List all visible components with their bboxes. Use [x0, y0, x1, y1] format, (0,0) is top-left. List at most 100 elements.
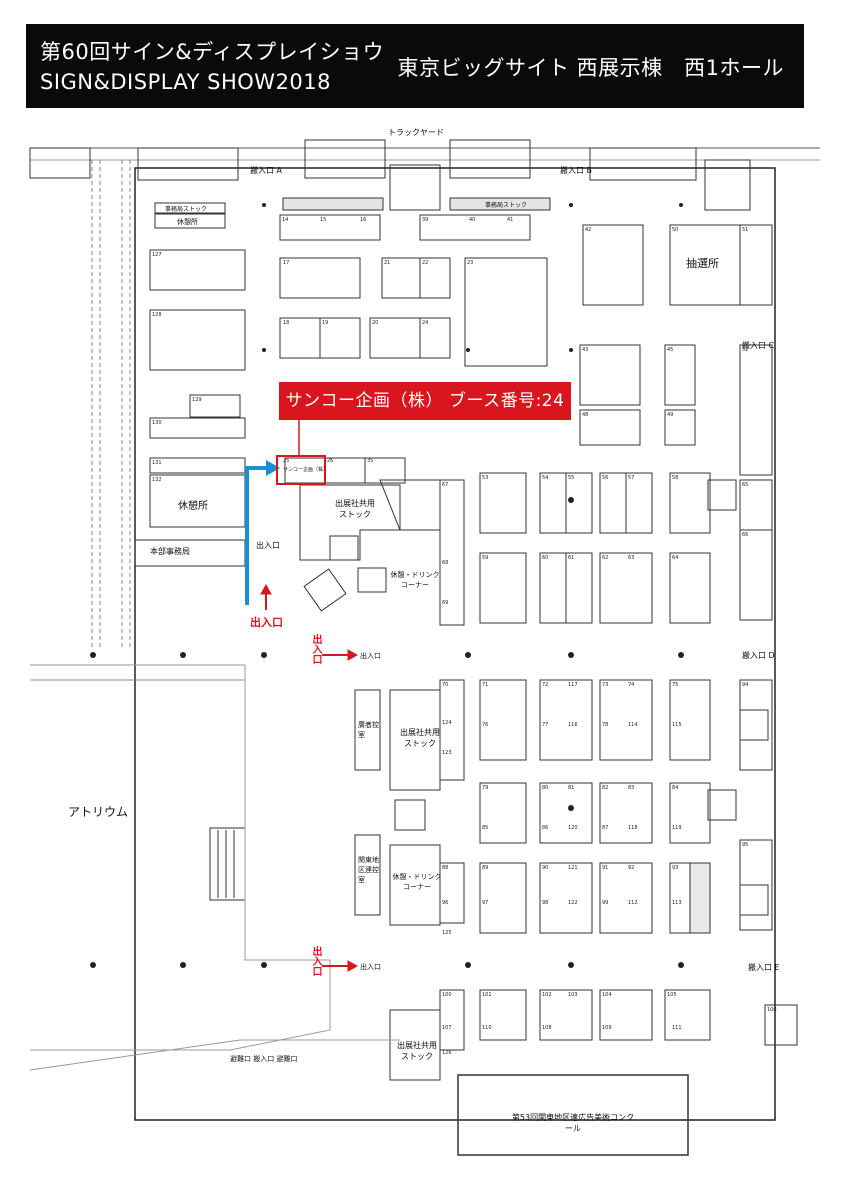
booth-number: 15 [320, 217, 327, 223]
office-stock-label: 事務局ストック [165, 206, 208, 213]
booth-number: 110 [482, 1025, 492, 1031]
header-bar: 第60回サイン&ディスプレイショウ SIGN&DISPLAY SHOW2018 … [26, 24, 804, 108]
booth-number: 115 [672, 722, 682, 728]
booth-number: 117 [568, 682, 578, 688]
exhibitor-stock-label-2: 出展社共用ストック [400, 728, 440, 748]
booth-number: 98 [542, 900, 549, 906]
booth-number: 119 [672, 825, 682, 831]
booth-number: 131 [152, 460, 162, 466]
booth-number: 107 [442, 1025, 452, 1031]
booth-number: 19 [322, 320, 329, 326]
booth-number: 91 [602, 865, 609, 871]
booth-number: 43 [582, 347, 589, 353]
booth-number: 111 [672, 1025, 682, 1031]
booth-number: 42 [585, 227, 592, 233]
hq-office-label: 本部事務局 [150, 547, 190, 556]
booth-number: 16 [360, 217, 367, 223]
exit-evac-label: 避難口 搬入口 避難口 [230, 1055, 298, 1063]
booth-number: 54 [542, 475, 549, 481]
lottery-label: 抽選所 [686, 257, 719, 270]
booth-number: 118 [628, 825, 638, 831]
booth-number: 67 [442, 482, 449, 488]
truck-yard-label: トラックヤード [388, 128, 444, 137]
rest-drink-label: 休憩・ドリンクコーナー [390, 571, 440, 589]
booth-number: 20 [372, 320, 379, 326]
reception-label: 廣者控室 [358, 721, 379, 739]
booth-number: 62 [602, 555, 609, 561]
booth-number: 125 [442, 930, 452, 936]
booth-number: 96 [442, 900, 449, 906]
booth-number: 127 [152, 252, 162, 258]
booth-number: 84 [672, 785, 679, 791]
booth-number: 58 [672, 475, 679, 481]
entrance-red-label-1: 出入口 [250, 616, 283, 629]
booth-number: 129 [192, 397, 202, 403]
booth-number: 14 [282, 217, 289, 223]
booth-number: 50 [672, 227, 679, 233]
booth-number: 48 [582, 412, 589, 418]
booth-24-name: サンコー企画（株） [283, 467, 329, 473]
booth-number: 90 [542, 865, 549, 871]
gate-b-label: 搬入口 B [560, 166, 593, 175]
booth-number: 35 [367, 458, 374, 464]
rest-drink-label-2: 休憩・ドリンクコーナー [392, 873, 442, 891]
booth-number: 123 [442, 750, 452, 756]
booth-number: 68 [442, 560, 449, 566]
booth-number: 60 [542, 555, 549, 561]
booth-number: 23 [467, 260, 474, 266]
booth-number: 86 [542, 825, 549, 831]
booth-number: 51 [742, 227, 749, 233]
booth-number: 120 [568, 825, 578, 831]
booth-number: 18 [283, 320, 290, 326]
booth-callout: サンコー企画（株） ブース番号:24 [279, 382, 571, 420]
booth-number: 40 [469, 217, 476, 223]
gate-c-label: 搬入口 C [742, 341, 775, 350]
booth-number: 89 [482, 865, 489, 871]
booth-number: 104 [602, 992, 612, 998]
entrance-red-label-2: 出入口 [310, 634, 321, 664]
venue-name: 東京ビッグサイト 西展示棟 西1ホール [397, 56, 784, 80]
booth-number: 73 [602, 682, 609, 688]
booth-number: 81 [568, 785, 575, 791]
booth-number: 92 [628, 865, 635, 871]
booth-number: 132 [152, 477, 162, 483]
exhibitor-stock-label: 出展社共用ストック [335, 499, 375, 519]
booth-number: 121 [568, 865, 578, 871]
rest-area-label: 休憩所 [177, 218, 198, 226]
booth-number: 76 [482, 722, 489, 728]
booth-number: 103 [568, 992, 578, 998]
booth-number: 57 [628, 475, 635, 481]
booth-number: 53 [482, 475, 489, 481]
booth-number: 95 [742, 842, 749, 848]
booth-number: 88 [442, 865, 449, 871]
booth-number: 39 [422, 217, 429, 223]
booth-number: 26 [327, 458, 334, 464]
booth-number: 22 [422, 260, 429, 266]
show-title-ja: 第60回サイン&ディスプレイショウ [40, 40, 385, 64]
atrium-label: アトリウム [68, 805, 129, 819]
booth-number: 71 [482, 682, 489, 688]
gate-a-label: 搬入口 A [250, 166, 283, 175]
booth-number: 65 [742, 482, 749, 488]
booth-number: 17 [283, 260, 290, 266]
booth-number: 21 [384, 260, 391, 266]
rest-area-label-2: 休憩所 [178, 501, 208, 512]
entrance-label-1: 出入口 [256, 541, 280, 550]
booth-number: 126 [442, 1050, 452, 1056]
booth-number: 72 [542, 682, 549, 688]
route-arrow [245, 460, 280, 605]
booth-number: 61 [568, 555, 575, 561]
booth-number: 124 [442, 720, 452, 726]
gate-d-label: 搬入口 D [742, 651, 775, 660]
booth-number: 75 [672, 682, 679, 688]
booth-number: 45 [667, 347, 674, 353]
entrance-arrows [260, 583, 359, 972]
booth-number: 116 [568, 722, 578, 728]
booth-number: 69 [442, 600, 449, 606]
entrance-red-label-3: 出入口 [310, 946, 321, 976]
booth-number: 83 [628, 785, 635, 791]
booth-24-highlight [276, 455, 326, 485]
booth-number: 79 [482, 785, 489, 791]
booth-number: 56 [602, 475, 609, 481]
booth-number: 64 [672, 555, 679, 561]
